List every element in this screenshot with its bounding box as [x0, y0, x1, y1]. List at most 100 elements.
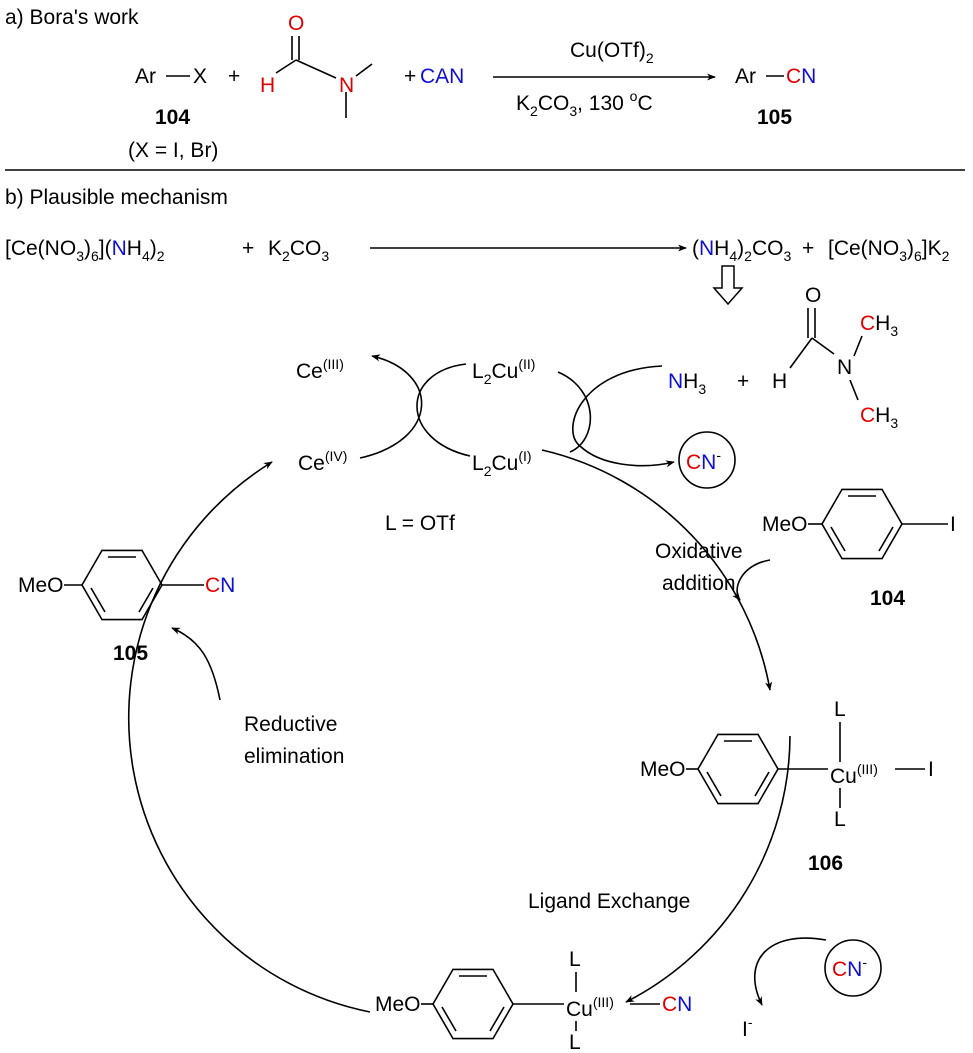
formula-segment: Ce [296, 360, 323, 383]
section-a-title: a) Bora's work [5, 6, 139, 29]
formula-segment: 2 [282, 248, 290, 264]
hollow-down-arrow [712, 265, 744, 306]
formula-segment: o [630, 88, 638, 104]
formula-segment: N [220, 574, 235, 597]
ce3-label: Ce(III) [296, 356, 344, 383]
iodine-label: I [928, 758, 934, 781]
formula-segment: K [516, 92, 530, 115]
formula-segment: - [716, 447, 721, 463]
formula-segment: (II) [518, 356, 535, 372]
formula-segment: H [714, 237, 729, 260]
formula-segment: ]( [99, 237, 112, 260]
nitrogen-atom: N [339, 74, 354, 97]
methoxy-label: MeO [18, 574, 64, 597]
methoxy-label: MeO [375, 993, 421, 1016]
cu-oxidation-arc [416, 363, 471, 457]
formula-segment: ) [84, 237, 91, 260]
ligand-top: L [834, 698, 846, 721]
iodide-release-arrow [753, 937, 827, 1006]
substrate-entry-arrow [732, 559, 771, 601]
formula-segment: CO [290, 237, 322, 260]
formula-segment: (III) [593, 994, 614, 1010]
formula-segment: 3 [890, 323, 898, 339]
cyanide-formation-arrow [572, 365, 675, 468]
hydrogen-atom: H [772, 370, 787, 393]
formula-segment: 2 [484, 371, 492, 387]
formula-segment: ]K [922, 237, 942, 260]
ce-redox-arrow [359, 354, 423, 459]
formula-segment: H [875, 404, 890, 427]
formula-segment: 3 [569, 103, 577, 119]
compound-106: MeO Cu(III) L L I [640, 698, 934, 831]
formula-segment: C [637, 92, 652, 115]
section-b-title: b) Plausible mechanism [5, 186, 228, 209]
formula-segment: (III) [323, 356, 344, 372]
cycle-arc-oxidative [541, 449, 773, 691]
methoxy-label: MeO [762, 513, 808, 536]
formula-segment: 6 [91, 248, 99, 264]
oxygen-atom: O [805, 284, 821, 307]
compound-105: MeO CN [18, 549, 235, 621]
formula-segment: I [742, 1018, 748, 1041]
iodide-label: I- [742, 1014, 753, 1041]
conditions-label: K2CO3, 130 oC [516, 88, 653, 119]
formula-segment: 3 [783, 248, 791, 264]
formula-segment: Cu [566, 998, 593, 1021]
formula-segment: , 130 [577, 92, 630, 115]
reductive-label-2: elimination [244, 745, 344, 768]
formula-segment: (I) [518, 448, 531, 464]
catalyst-label: Cu(OTf)2 [570, 39, 654, 66]
can-reagent: CAN [420, 65, 464, 88]
cycle-arc-reductive [127, 461, 371, 1013]
ligand-bottom: L [569, 1031, 581, 1053]
formula-segment: [Ce(NO [828, 237, 899, 260]
cu3-label: Cu(III) [566, 994, 614, 1021]
methoxy-label: MeO [640, 758, 686, 781]
formula-segment: 3 [321, 248, 329, 264]
formula-segment: Cu [491, 452, 518, 475]
formula-segment: CO [752, 237, 784, 260]
formula-segment: - [748, 1014, 753, 1030]
nitrogen-atom: N [837, 356, 852, 379]
nitrile-label: CN [205, 574, 235, 597]
compound-104-label: 104 [870, 587, 905, 610]
formula-segment: C [786, 65, 801, 88]
formula-segment: 2 [530, 103, 538, 119]
plus-sign: + [242, 237, 254, 260]
product-release-arrow [171, 627, 221, 701]
oxidative-label-1: Oxidative [655, 540, 743, 563]
formula-segment: (IV) [325, 448, 348, 464]
formula-segment: 4 [142, 248, 150, 264]
formula-segment: 3 [698, 381, 706, 397]
formula-segment: 2 [484, 463, 492, 479]
nitrile-label: CN [662, 993, 692, 1016]
compound-105-label: 105 [757, 106, 792, 129]
formula-segment: C [205, 574, 220, 597]
reductive-label-1: Reductive [244, 713, 337, 736]
formula-segment: ( [692, 237, 699, 260]
formula-segment: N [699, 237, 714, 260]
formula-segment: [Ce(NO [5, 237, 76, 260]
compound-105-label: 105 [113, 642, 148, 665]
plus-sign: + [404, 65, 416, 88]
formula-segment: 6 [914, 248, 922, 264]
hydrogen-atom: H [260, 74, 275, 97]
formula-segment: 2 [744, 248, 752, 264]
formula-segment: 4 [729, 248, 737, 264]
oxidative-label-2: addition [662, 572, 736, 595]
formula-segment: N [701, 451, 716, 474]
formula-segment: C [686, 451, 701, 474]
ce4-label: Ce(IV) [298, 448, 347, 475]
plus-sign: + [802, 237, 814, 260]
ligand-bottom: L [834, 808, 846, 831]
methyl-top: CH3 [860, 312, 898, 339]
formula-segment: ) [907, 237, 914, 260]
product-aryl: Ar [735, 65, 756, 88]
oxygen-atom: O [288, 12, 304, 35]
formula-segment: 3 [76, 248, 84, 264]
iodine-label: I [950, 513, 956, 536]
cyanide-circle [824, 939, 882, 997]
formula-segment: N [801, 65, 816, 88]
formula-segment: 3 [899, 248, 907, 264]
